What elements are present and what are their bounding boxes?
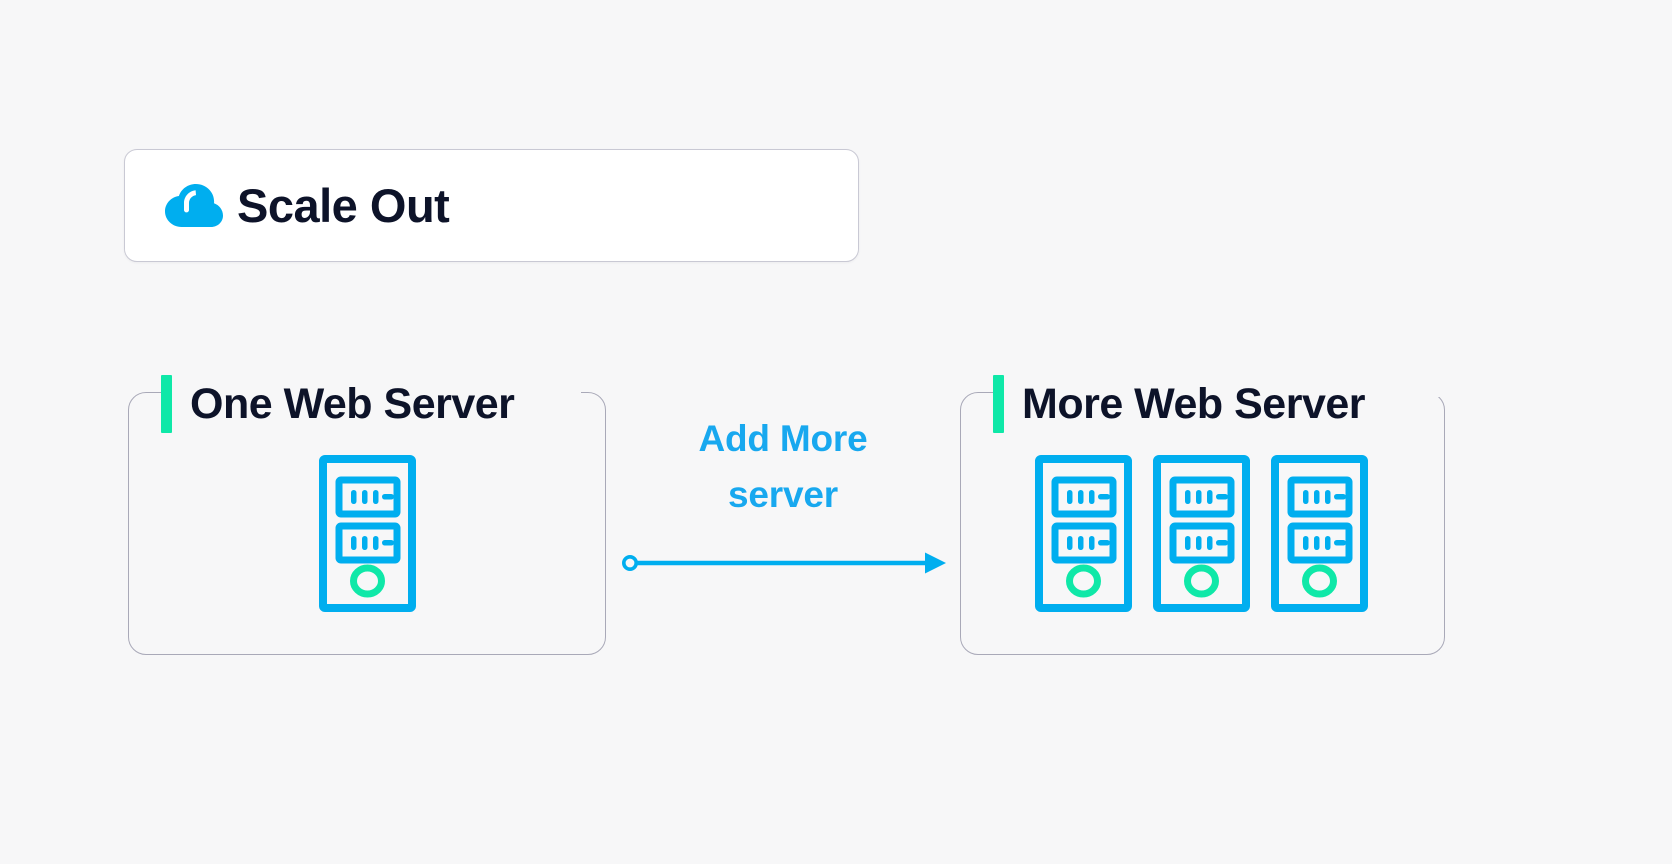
flow-label-line2: server: [728, 473, 838, 515]
accent-bar-icon: [161, 375, 172, 433]
scale-out-header-card: Scale Out: [124, 149, 859, 262]
panel-right-title: More Web Server: [993, 375, 1366, 433]
arrow-right-icon: [620, 545, 955, 586]
server-tower-icon: [318, 455, 416, 612]
server-group-right: [1035, 455, 1368, 612]
page-title: Scale Out: [237, 179, 450, 232]
panel-left-title: One Web Server: [161, 375, 515, 433]
panel-more-web-server: [960, 390, 1445, 655]
server-tower-icon: [1153, 455, 1250, 612]
panel-left-title-label: One Web Server: [190, 379, 515, 428]
server-tower-icon: [1035, 455, 1132, 612]
panel-right-title-label: More Web Server: [1022, 379, 1366, 428]
cloud-icon: [165, 180, 227, 232]
server-group-left: [128, 455, 606, 612]
panel-title-notch: [161, 390, 581, 397]
panel-one-web-server: [128, 390, 606, 655]
flow-label: Add More server: [655, 411, 911, 522]
flow-label-line1: Add More: [698, 418, 868, 459]
circle-endpoint-icon: [622, 555, 638, 571]
accent-bar-icon: [993, 375, 1004, 433]
server-tower-icon: [1271, 455, 1368, 612]
panel-title-notch: [993, 390, 1441, 397]
